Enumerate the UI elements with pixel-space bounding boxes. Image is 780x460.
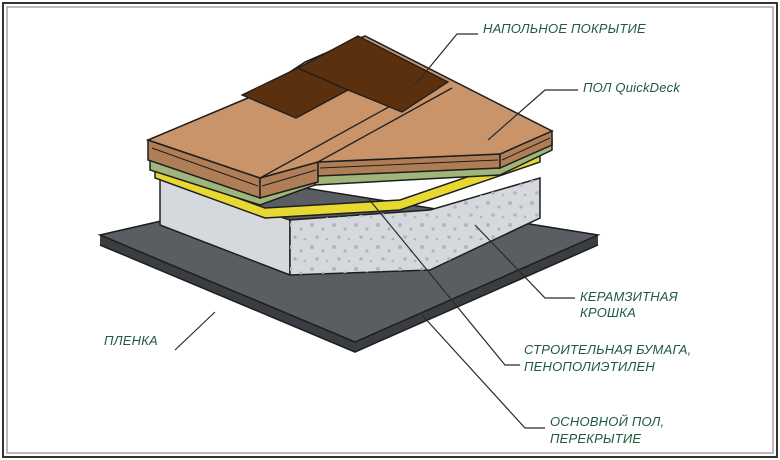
building-paper-layer: [154, 150, 541, 219]
quickdeck-board: [145, 35, 554, 200]
leader-base: [421, 314, 545, 429]
label-clay-line-2: КРОШКА: [580, 305, 636, 320]
leader-quickdeck: [487, 89, 578, 141]
inner-frame: [6, 6, 774, 454]
leader-flooring: [414, 33, 478, 86]
leader-clay: [474, 224, 575, 299]
label-flooring: НАПОЛЬНОЕ ПОКРЫТИЕ: [483, 21, 646, 36]
leader-paper: [367, 197, 520, 366]
label-base-line-1: ОСНОВНОЙ ПОЛ,: [550, 414, 665, 429]
label-base-line-2: ПЕРЕКРЫТИЕ: [550, 431, 642, 446]
leader-lines: [174, 33, 578, 429]
label-quickdeck: ПОЛ QuickDeck: [583, 80, 681, 95]
flooring-tiles: [240, 35, 450, 119]
clay-aggregate-block: [159, 176, 541, 277]
label-paper-line-1: СТРОИТЕЛЬНАЯ БУМАГА,: [524, 342, 692, 357]
label-film: ПЛЕНКА: [104, 333, 158, 348]
label-clay-line-1: КЕРАМЗИТНАЯ: [580, 289, 678, 304]
label-paper-line-2: ПЕНОПОЛИЭТИЛЕН: [524, 359, 655, 374]
leader-film: [174, 311, 216, 351]
